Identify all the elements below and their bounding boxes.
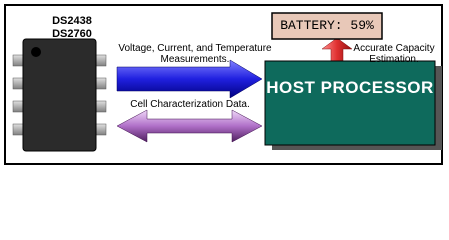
chip-pin: [95, 77, 107, 90]
chip-pin: [95, 123, 107, 136]
measurements-label: Voltage, Current, and Temperature Measur…: [118, 43, 272, 65]
chip-pin: [95, 100, 107, 113]
battery-display-label: BATTERY: 59%: [280, 18, 374, 33]
diagram-canvas: DS2438 DS2760 Voltage, Current, and Temp…: [4, 4, 443, 165]
chip-pin: [12, 100, 24, 113]
measurement-arrow: [116, 59, 263, 99]
host-processor-label: HOST PROCESSOR: [266, 78, 434, 97]
chip-name-line-1: DS2438: [52, 15, 92, 27]
battery-display-box: [271, 12, 383, 40]
capacity-arrow: [321, 37, 353, 63]
characterization-arrow: [116, 109, 263, 143]
chip-pin1-dot: [31, 47, 41, 57]
diagram-graphics: [12, 12, 442, 152]
chip-pins: [12, 54, 107, 136]
chip-pin: [12, 54, 24, 67]
characterization-label: Cell Characterization Data.: [130, 99, 250, 110]
chip-pin: [12, 123, 24, 136]
chip-pin: [95, 54, 107, 67]
host-processor-box: [264, 60, 436, 146]
capacity-label: Accurate Capacity Estimation.: [353, 43, 435, 65]
chip-pin: [12, 77, 24, 90]
chip-name-line-2: DS2760: [52, 28, 92, 40]
chip-body: [22, 38, 97, 152]
